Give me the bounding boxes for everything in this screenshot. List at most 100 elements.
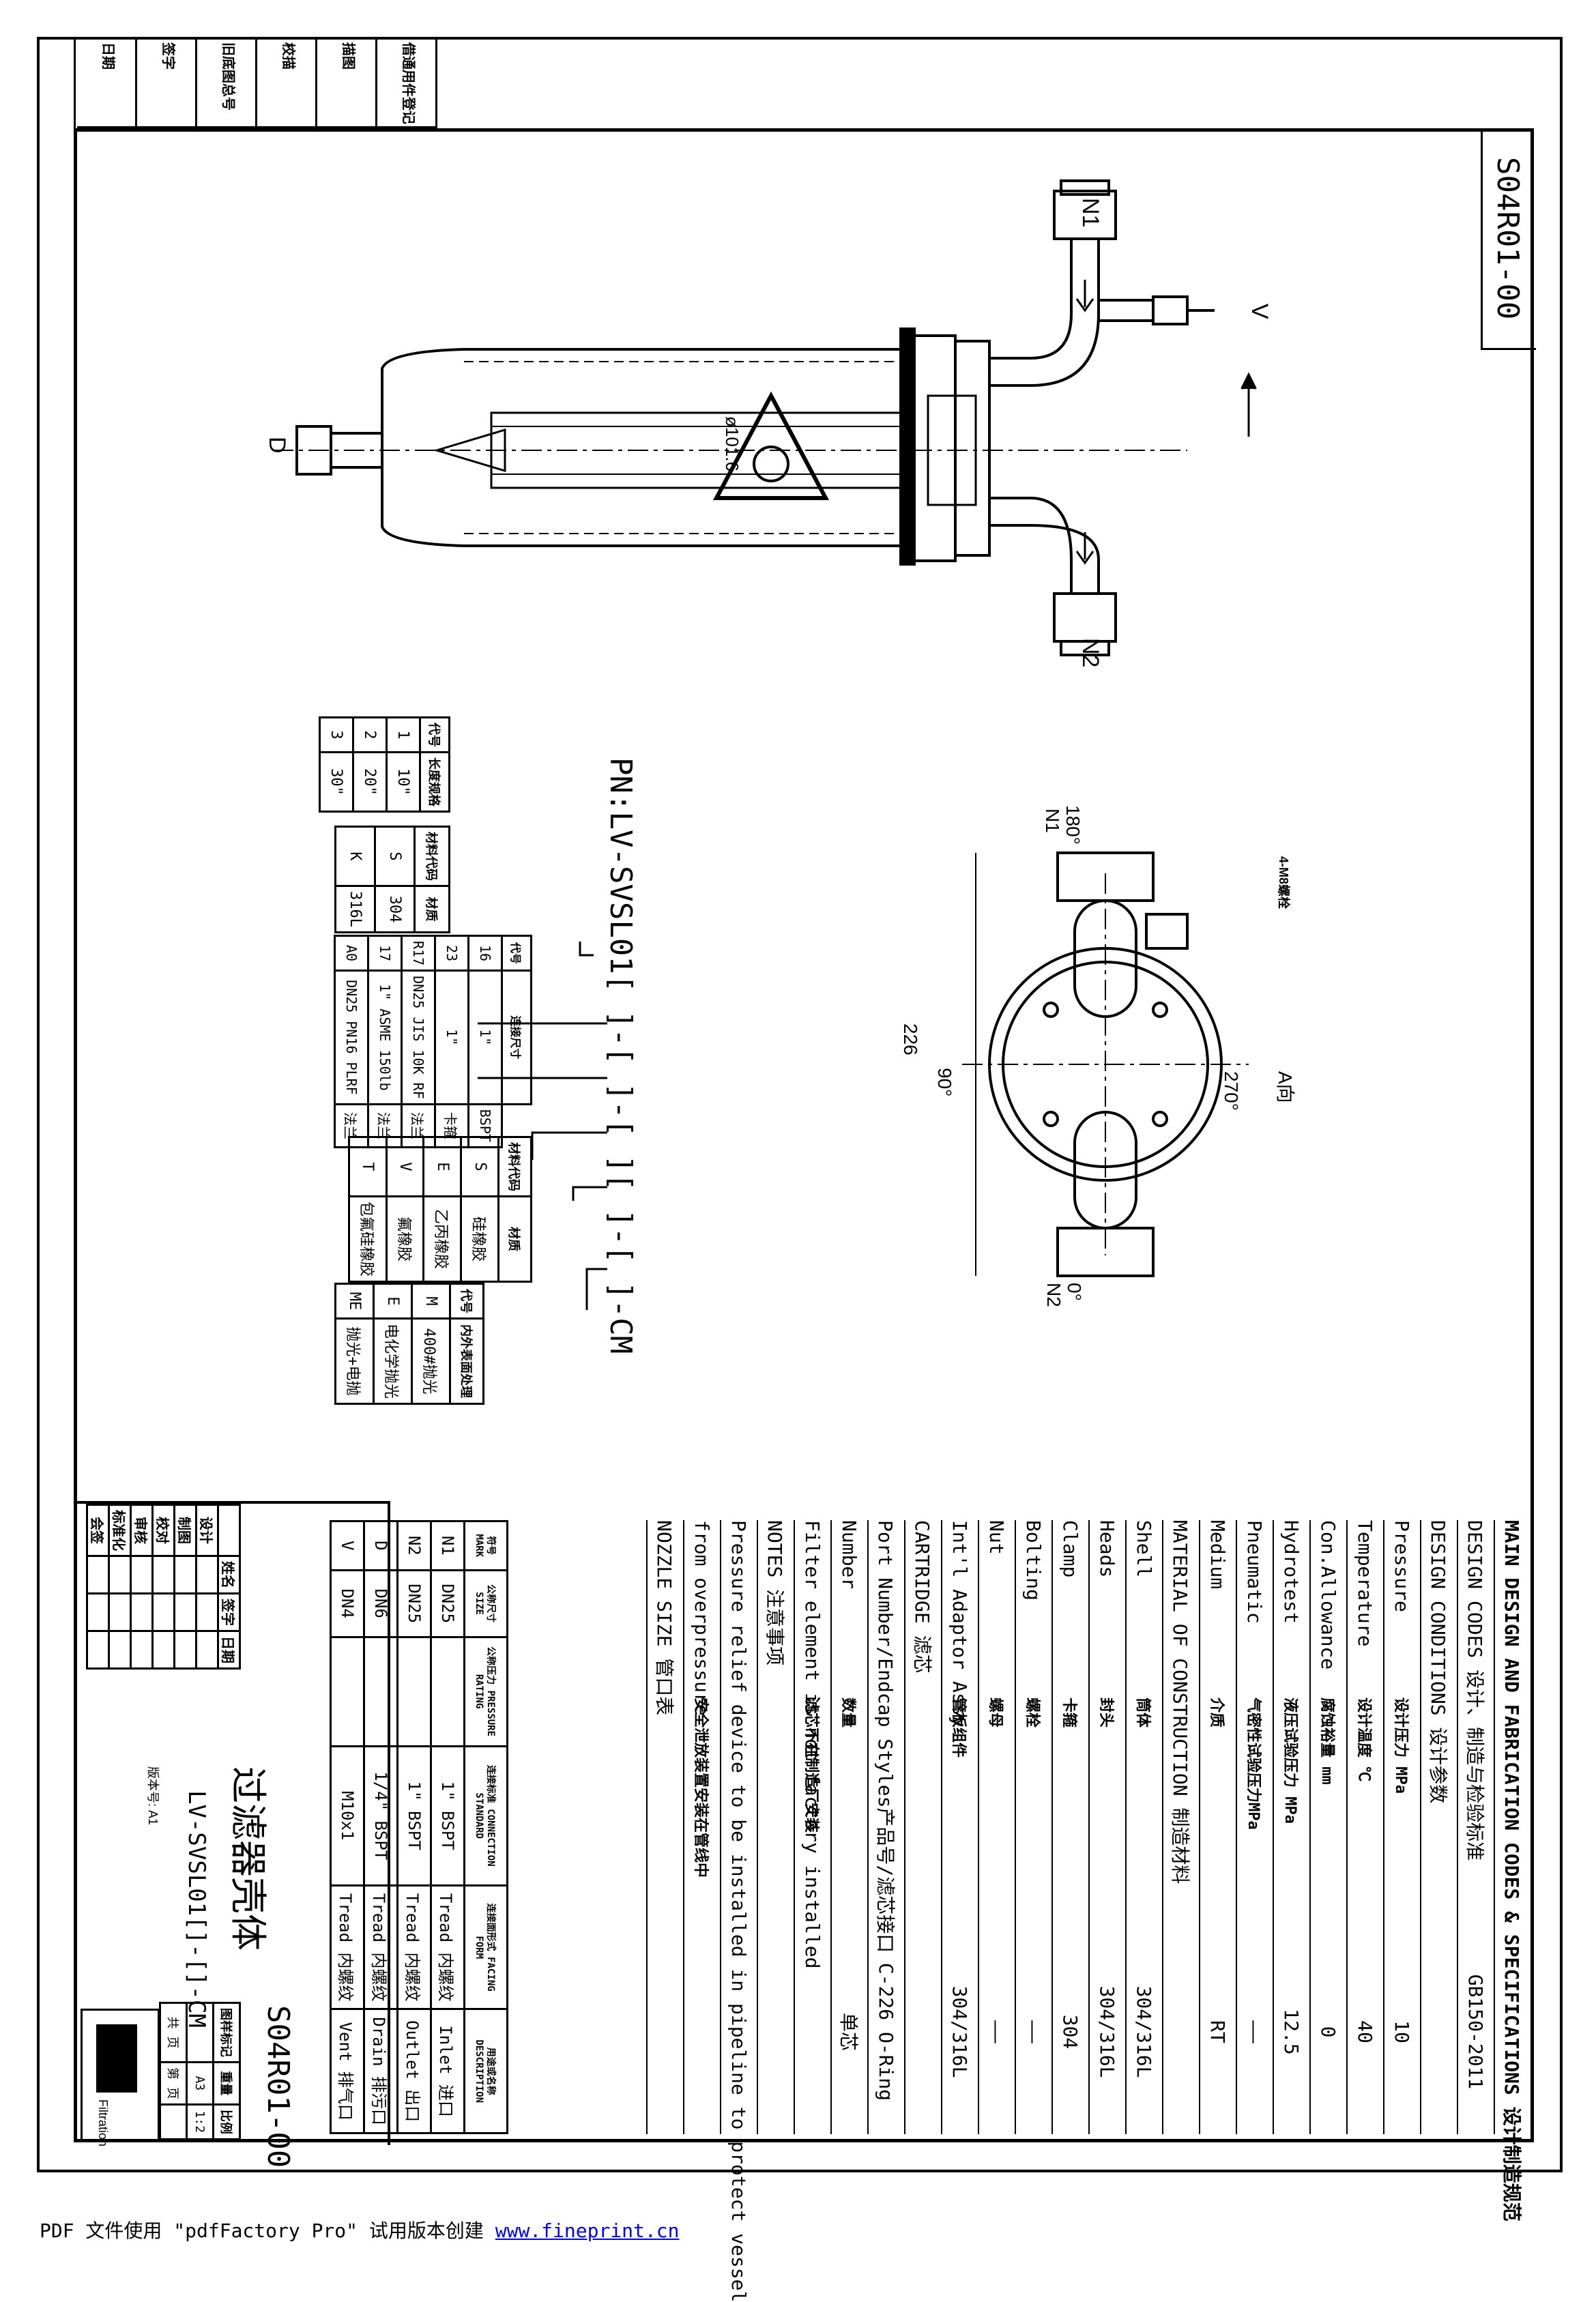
finish-header: 代号内外表面处理 [450,1283,484,1404]
angle-270: 270° [1221,1071,1242,1111]
shell-body [381,348,916,547]
sig-role: 校对 [152,1504,175,1556]
sig-role: 标准化 [108,1504,131,1556]
footer-text: PDF 文件使用 "pdfFactory Pro" 试用版本创建 [40,2219,484,2242]
angle-0: 0° [1064,1283,1085,1301]
notes: NOTES 注意事项 [757,1520,794,2134]
material-header: MATERIAL OF CONSTRUCTION 制造材料 [1162,1520,1199,2134]
finish-cell: M [411,1283,450,1319]
connection-cell: A0 [334,935,368,971]
seal-header-cell: 材料代码 [498,1137,532,1197]
connection-cell: DN25 JIS 10K RF [401,970,435,1105]
length-cell: 3 [319,717,353,753]
version: 版本号: A1 [146,1766,160,1826]
sig-header-cell: 签字 [218,1593,240,1631]
spec-row-value: 10 [1391,2020,1414,2043]
sig-cell [108,1556,131,1594]
nozzle-cell: Outlet 出口 [397,2009,431,2133]
title-part-number: LV-SVSL01[]-[]-CM [183,1790,210,2028]
pressure-note-2-cn: 安全泄放装置安装在管线中 [692,1698,709,1878]
sheet-total: 共 页 [160,2002,187,2063]
angle-n1: N1 [1042,808,1063,833]
angle-90: 90° [934,1068,955,1097]
sig-cell [87,1631,109,1669]
spec-row-label: Medium [1206,1520,1230,1590]
material-row-cn: 卡箍 [1060,1698,1077,1728]
nozzle-label-d: D [264,437,290,454]
spec-row-cn: 设计温度 ℃ [1355,1698,1372,1782]
nozzle-label-n2: N2 [1077,638,1103,668]
spec-row-value: RT [1206,2020,1230,2043]
margin-cell: 描图 [317,37,377,128]
spec-row-label: Hydrotest [1280,1520,1303,1624]
sig-table: 姓名签字日期设计制图校对审核标准化会签 [86,1504,241,1670]
material-row-label: Clamp [1059,1520,1082,1578]
spec-header-text: MAIN DESIGN AND FABRICATION CODES & SPEC… [1500,1520,1523,2221]
notes-text: NOTES 注意事项 [764,1520,786,1666]
material-row-label: Nut [985,1520,1009,1555]
material-row-label: Heads [1096,1520,1119,1578]
finish-header-cell: 内外表面处理 [450,1318,484,1404]
material-cell: K [335,826,375,886]
nozzle-header-cell: 公称尺寸 SIZE [464,1570,508,1637]
sig-cell [174,1593,197,1631]
finish-cell: E [373,1283,412,1319]
length-cell: 2 [353,717,387,753]
end-view-label: A向 [1275,1071,1296,1103]
scale-header-cell: 重量 [213,2062,240,2105]
drawing-number: S04R01-00 [1490,157,1525,320]
filter-note-cn: 滤芯不在制造厂安装 [802,1698,819,1833]
material-header-cell: 材料代码 [414,826,450,886]
drawing-frame [74,128,1534,2142]
margin-cell: 校描 [257,37,317,128]
title-block: 姓名签字日期设计制图校对审核标准化会签 过滤器壳体 LV-SVSL01[]-[]… [74,1501,390,2168]
footer-link[interactable]: www.fineprint.cn [495,2219,680,2242]
finish-header-cell: 代号 [450,1283,484,1319]
nozzle-header-cell: 符号 MARK [464,1521,508,1571]
sig-row: 设计 [196,1504,218,1669]
company-name: Filtration [96,2099,110,2147]
spec-row-label: Temperature [1354,1520,1377,1647]
connection-cell: 16 [468,935,502,971]
connection-cell: DN25 PN16 PLRF [334,970,368,1105]
design-conditions-text: DESIGN CONDITIONS 设计参数 [1427,1520,1449,1804]
sig-header-cell: 日期 [218,1631,240,1669]
sheet-row: 共 页第 页 [160,2002,187,2140]
scale-header-cell: 图样标记 [213,2002,240,2063]
spec-row-label: Pneumatic [1243,1520,1266,1624]
material-header-text: MATERIAL OF CONSTRUCTION 制造材料 [1169,1520,1191,1884]
sheet-cell [160,2104,187,2140]
scale-header-cell: 比例 [213,2104,240,2140]
material-row-label: Bolting [1022,1520,1045,1601]
spec-row-value: —— [1243,2020,1266,2043]
margin-label: 签字 [160,42,175,70]
material-row-value: —— [1022,2020,1045,2043]
material-header: 材料代码材质 [414,826,450,933]
nozzle-cell [397,1637,431,1747]
sheet-current: 第 页 [160,2062,187,2105]
nozzle-cell: Tread 内螺纹 [397,1885,431,2009]
seal-header: 材料代码材质 [498,1137,532,1282]
nozzle-size-text: NOZZLE SIZE 管口表 [653,1520,676,1716]
finish-cell: ME [335,1283,374,1319]
pressure-note: Pressure relief device to be installed i… [720,1520,757,2302]
length-cell: 1 [386,717,420,753]
spec-row-label: Con.Allowance [1317,1520,1340,1670]
material-row-cn: 螺栓 [1024,1698,1041,1728]
title-drawing-number: S04R01-00 [261,2005,295,2168]
material-cell: 316L [335,886,375,933]
part-number-leaders [478,942,607,1310]
part-name: 过滤器壳体 [227,1766,268,1951]
